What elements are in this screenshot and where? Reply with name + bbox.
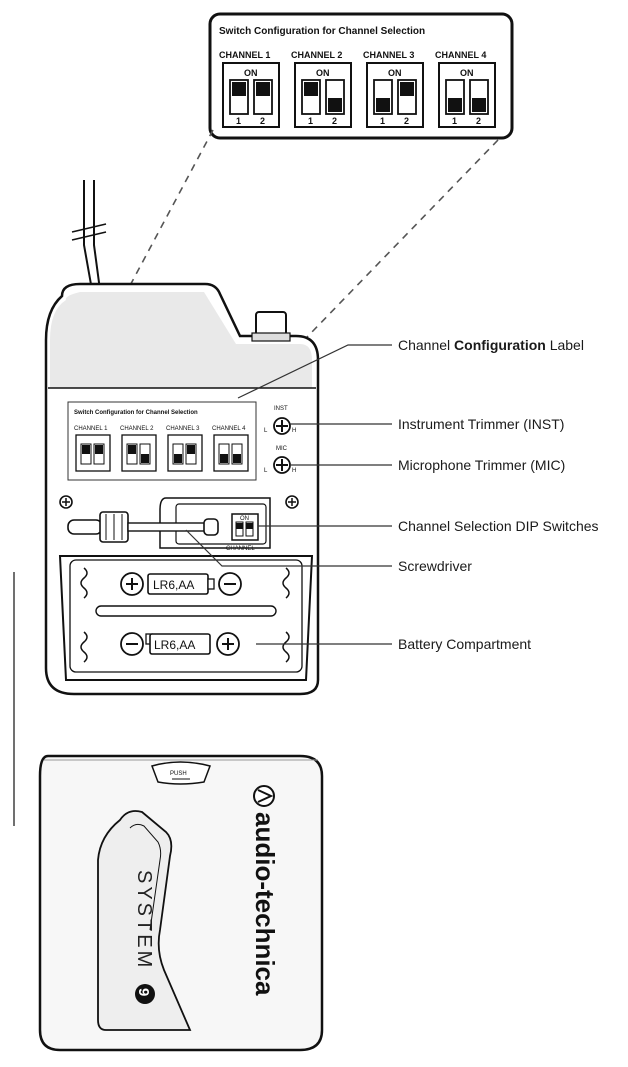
- callout-switch-toggle-down: [472, 98, 486, 112]
- callout-switch-number: 2: [476, 116, 481, 126]
- callout-channel-2: CHANNEL 2 ON 1 2: [291, 50, 352, 128]
- callout-on-label: ON: [388, 68, 402, 78]
- instrument-trimmer[interactable]: INST L H: [264, 406, 296, 435]
- callout-on-label: ON: [460, 68, 474, 78]
- brand-text: audio-technica: [250, 812, 280, 996]
- callout-switch-toggle-down: [376, 98, 390, 112]
- sticker-switch-toggle-up: [187, 445, 195, 454]
- label-channel-configuration-part1: Channel: [398, 337, 454, 353]
- callout-switch-toggle-up: [400, 82, 414, 96]
- label-instrument-trimmer: Instrument Trimmer (INST): [398, 416, 564, 432]
- battery-bottom-label: LR6,AA: [154, 638, 195, 652]
- sticker-switch-toggle-down: [141, 454, 149, 463]
- push-tab[interactable]: PUSH: [151, 761, 211, 785]
- sticker-channel-1: CHANNEL 1: [74, 426, 111, 472]
- screw-left: [59, 495, 73, 509]
- callout-channel-label: CHANNEL 1: [219, 50, 270, 60]
- system-9-mark: SYSTEM 9: [133, 870, 155, 1004]
- label-battery-compartment: Battery Compartment: [398, 636, 531, 652]
- microphone-trimmer[interactable]: MIC L H: [264, 446, 296, 474]
- callout-labels: Channel Configuration Label Instrument T…: [398, 337, 599, 652]
- battery-bottom: LR6,AA: [120, 632, 240, 656]
- callout-switch-number: 1: [236, 116, 241, 126]
- sticker-channel-label: CHANNEL 4: [212, 426, 246, 432]
- battery-cover: PUSH audio-technica SYSTEM 9: [38, 754, 324, 1052]
- sticker-channel-3: CHANNEL 3: [166, 426, 203, 472]
- sticker-channel-2: CHANNEL 2: [120, 426, 157, 472]
- battery-top: LR6,AA: [120, 572, 242, 596]
- sticker-switch-toggle-up: [95, 445, 103, 454]
- screwdriver[interactable]: [67, 511, 219, 543]
- battery-compartment: LR6,AA LR6,AA: [58, 555, 314, 681]
- label-microphone-trimmer: Microphone Trimmer (MIC): [398, 457, 565, 473]
- dip-switches[interactable]: ON CHANNEL: [226, 513, 259, 552]
- callout-switch-number: 1: [308, 116, 313, 126]
- callout-channel-3: CHANNEL 3 ON 1 2: [363, 50, 424, 128]
- sticker-channel-label: CHANNEL 3: [166, 426, 200, 432]
- sticker-switch-toggle-down: [220, 454, 228, 463]
- callout-channel-label: CHANNEL 4: [435, 50, 486, 60]
- antenna-cable: [71, 180, 107, 291]
- callout-switch-toggle-up: [232, 82, 246, 96]
- system-number: 9: [135, 988, 152, 996]
- inst-label: INST: [274, 406, 288, 412]
- callout-on-label: ON: [244, 68, 258, 78]
- callout-switch-toggle-down: [448, 98, 462, 112]
- audio-technica-logo: audio-technica: [250, 785, 280, 996]
- callout-switch-number: 2: [404, 116, 409, 126]
- label-channel-configuration: Channel Configuration Label: [398, 337, 584, 353]
- label-channel-configuration-part2: Configuration: [454, 337, 546, 353]
- label-channel-configuration-part3: Label: [546, 337, 584, 353]
- system-text: SYSTEM: [133, 870, 155, 970]
- dip-switch-callout: Switch Configuration for Channel Selecti…: [208, 12, 514, 140]
- callout-switch-number: 2: [332, 116, 337, 126]
- callout-channel-label: CHANNEL 2: [291, 50, 342, 60]
- callout-channel-1: CHANNEL 1 ON 1 2: [219, 50, 280, 128]
- sticker-channel-4: CHANNEL 4: [212, 426, 249, 472]
- callout-switch-toggle-up: [304, 82, 318, 96]
- mic-low-label: L: [264, 468, 268, 474]
- inst-low-label: L: [264, 428, 268, 434]
- callout-channel-4: CHANNEL 4 ON 1 2: [435, 50, 496, 128]
- callout-switch-number: 2: [260, 116, 265, 126]
- battery-top-label: LR6,AA: [153, 578, 194, 592]
- sticker-channel-label: CHANNEL 2: [120, 426, 154, 432]
- dip-channel-label: CHANNEL: [226, 546, 255, 552]
- callout-switch-number: 1: [452, 116, 457, 126]
- sticker-switch-toggle-down: [174, 454, 182, 463]
- sticker-switch-toggle-up: [82, 445, 90, 454]
- label-dip-switches: Channel Selection DIP Switches: [398, 518, 599, 534]
- sticker-switch-toggle-down: [233, 454, 241, 463]
- callout-switch-toggle-up: [256, 82, 270, 96]
- screw-right: [285, 495, 299, 509]
- mic-label: MIC: [276, 446, 288, 452]
- callout-on-label: ON: [316, 68, 330, 78]
- callout-switch-toggle-down: [328, 98, 342, 112]
- push-label: PUSH: [170, 771, 187, 777]
- inst-high-label: H: [292, 428, 296, 434]
- channel-configuration-label-sticker: Switch Configuration for Channel Selecti…: [67, 401, 257, 481]
- sticker-channel-label: CHANNEL 1: [74, 426, 108, 432]
- sticker-switch-toggle-up: [128, 445, 136, 454]
- svg-text:ON: ON: [240, 516, 249, 522]
- sticker-title: Switch Configuration for Channel Selecti…: [74, 410, 198, 416]
- label-screwdriver: Screwdriver: [398, 558, 472, 574]
- callout-title: Switch Configuration for Channel Selecti…: [219, 26, 425, 37]
- mic-high-label: H: [292, 468, 296, 474]
- callout-channel-label: CHANNEL 3: [363, 50, 414, 60]
- callout-switch-number: 1: [380, 116, 385, 126]
- leader-lines: [185, 344, 392, 645]
